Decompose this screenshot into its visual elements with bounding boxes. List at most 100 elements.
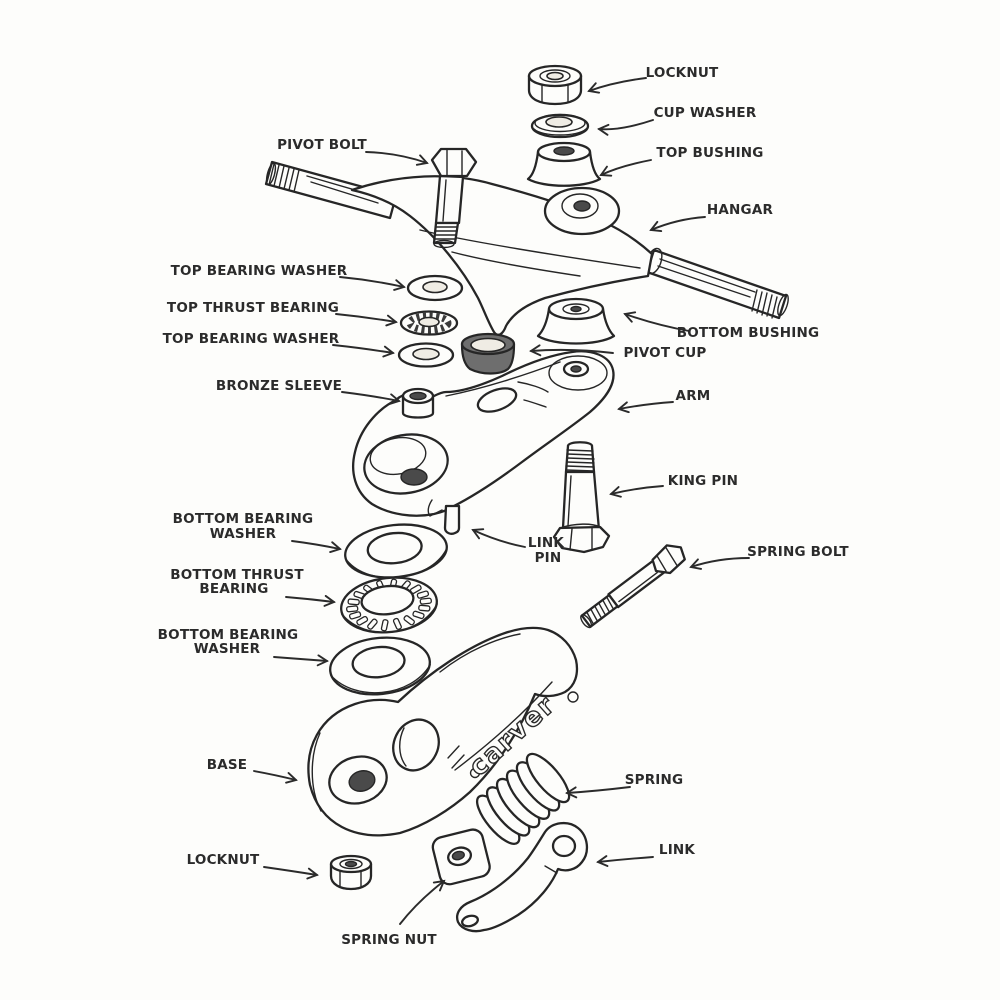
arrow-top-bearing-washer-lower <box>332 344 395 358</box>
label-spring: SPRING <box>625 772 684 788</box>
label-link-pin-line1: LINK <box>528 535 565 551</box>
base-pocket-shade <box>399 727 407 767</box>
link-pin-drawing <box>443 504 461 535</box>
bottom-thrust-thickness <box>340 603 438 634</box>
link-drawing <box>456 821 589 933</box>
king-pin-drawing <box>552 441 611 554</box>
label-arm: ARM <box>676 388 711 404</box>
arm-lobe-ring <box>548 355 608 391</box>
cup-washer-dome <box>534 113 586 133</box>
king-pin-head <box>552 525 611 554</box>
hangar-boss-hole <box>573 200 591 212</box>
hangar-right-axle <box>645 248 788 320</box>
top-bearing-washer-lower-drawing <box>397 342 455 368</box>
label-pivot-bolt: PIVOT BOLT <box>277 137 367 153</box>
arrow-king-pin <box>609 485 664 498</box>
hangar-right-axle-threads <box>645 247 789 319</box>
arrow-bronze-sleeve <box>341 391 401 406</box>
label-hangar: HANGAR <box>707 202 774 218</box>
arm-drawing <box>352 350 615 535</box>
spring-bolt-shaft-line <box>618 571 658 603</box>
spring-nut-hole <box>451 850 465 861</box>
arrow-spring <box>565 786 631 799</box>
top-thrust-bearing-drawing <box>399 310 459 336</box>
arm-plate-edge <box>445 361 561 397</box>
label-top-bushing: TOP BUSHING <box>656 145 763 161</box>
cup-washer-drawing <box>530 113 590 139</box>
label-bronze-sleeve: BRONZE SLEEVE <box>216 378 342 394</box>
pivot-bolt-threads <box>432 221 460 245</box>
arrow-bottom-thrust-bearing <box>285 594 336 607</box>
arrow-spring-bolt <box>689 557 750 570</box>
bottom-bushing-hole <box>570 305 582 313</box>
arm-lobe-center <box>570 365 582 373</box>
base-drum-hole <box>348 770 376 792</box>
bottom-washer-lower-thickness <box>329 664 431 694</box>
top-thrust-hole <box>418 316 440 328</box>
arrow-pivot-cup <box>529 344 614 357</box>
spring-coil-4 <box>495 777 541 829</box>
top-washer-upper-hole <box>422 280 448 294</box>
bottom-washer-upper-hole <box>366 531 423 565</box>
spring-coil-3 <box>505 769 551 820</box>
arm-bowl-inner <box>369 436 427 476</box>
arrow-top-bushing <box>599 159 652 177</box>
arrow-bottom-bearing-washer-lower <box>273 654 329 667</box>
label-top-bearing-washer-lower: TOP BEARING WASHER <box>163 331 340 347</box>
pivot-bolt-drawing <box>430 147 478 249</box>
base-screw-dot-2 <box>469 767 481 779</box>
label-link: LINK <box>659 842 696 858</box>
arrow-link-pin <box>471 528 526 548</box>
king-pin-head-facets <box>559 523 601 551</box>
bottom-thrust-hole <box>360 584 415 616</box>
arrow-top-bearing-washer-upper <box>339 276 406 291</box>
top-bushing-hole <box>553 146 575 156</box>
label-bottom-bearing-washer-lower-line1: BOTTOM BEARING <box>158 627 299 643</box>
locknut-top-insert <box>539 69 571 83</box>
bottom-bearing-washer-upper-drawing <box>344 523 448 579</box>
top-bearing-washer-upper-drawing <box>406 274 464 302</box>
spring-bolt-head-facets <box>656 546 679 572</box>
label-locknut-bottom: LOCKNUT <box>187 852 260 868</box>
label-spring-bolt: SPRING BOLT <box>747 544 849 560</box>
arrow-link <box>596 855 654 867</box>
spring-bolt-drawing <box>580 544 686 629</box>
bottom-bushing-drawing <box>536 297 616 345</box>
bottom-thrust-bearing-drawing <box>340 576 438 634</box>
spring-bolt-threads <box>580 593 619 628</box>
label-bottom-thrust-bearing-line1: BOTTOM THRUST <box>170 567 304 583</box>
arrow-cup-washer <box>597 119 654 136</box>
arm-foot-notch <box>427 499 443 517</box>
arrow-locknut-bottom <box>263 866 319 880</box>
bronze-sleeve-drawing <box>401 387 435 419</box>
label-spring-nut: SPRING NUT <box>341 932 437 948</box>
label-cup-washer: CUP WASHER <box>654 105 757 121</box>
bottom-washer-lower-hole <box>351 645 406 679</box>
label-bottom-thrust-bearing-line2: BEARING <box>199 581 268 597</box>
arrow-arm <box>617 401 674 414</box>
pivot-cup-bore <box>470 337 506 353</box>
label-top-bearing-washer-upper: TOP BEARING WASHER <box>171 263 348 279</box>
pivot-cup-drawing <box>460 332 516 375</box>
label-top-thrust-bearing: TOP THRUST BEARING <box>167 300 339 316</box>
hangar-boss-ring <box>561 193 599 219</box>
link-ring-hole <box>551 834 577 858</box>
top-thrust-rollers <box>406 312 452 334</box>
top-washer-lower-hole <box>412 347 440 361</box>
king-pin-thread-lines <box>565 449 595 472</box>
label-bottom-bushing: BOTTOM BUSHING <box>677 325 820 341</box>
label-link-pin-line2: PIN <box>535 550 562 566</box>
arrow-locknut-top <box>587 77 647 94</box>
label-base: BASE <box>207 757 247 773</box>
locknut-top-hole <box>546 71 564 81</box>
base-surface-lines <box>311 633 553 812</box>
arrow-bottom-bushing <box>623 311 690 332</box>
spring-coil-1 <box>525 752 571 804</box>
arrow-hangar <box>649 216 706 233</box>
base-spring-pocket <box>392 718 440 772</box>
spring-coil-2 <box>515 761 561 812</box>
arm-bowl-hole <box>400 468 428 486</box>
cup-washer-rim <box>533 128 587 136</box>
